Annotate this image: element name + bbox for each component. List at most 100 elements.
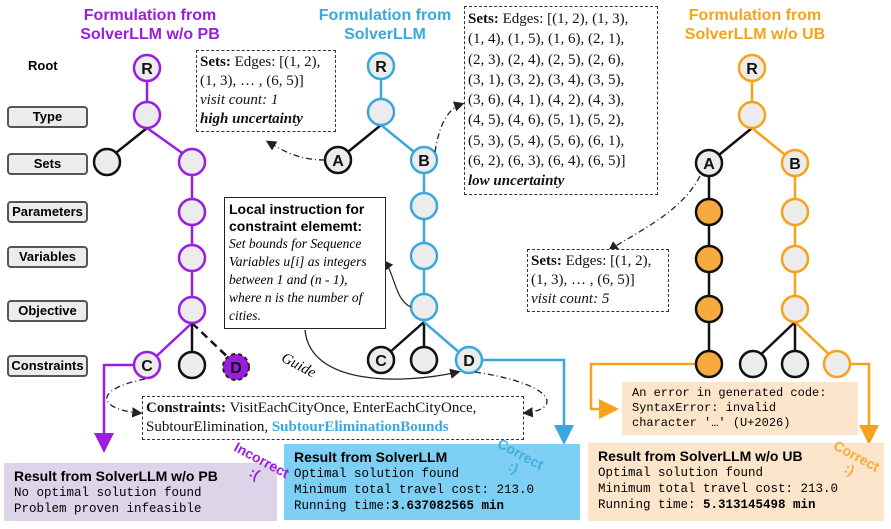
level-sets: Sets bbox=[7, 153, 88, 175]
title-main: Formulation from SolverLLM bbox=[300, 6, 470, 44]
sets-a-visit: visit count: 1 bbox=[200, 92, 279, 108]
sets-b-line: (6, 2), (6, 3), (6, 4), (6, 5)] bbox=[468, 153, 626, 170]
error-line: SyntaxError: invalid bbox=[632, 401, 777, 415]
result-main-time-value: 3.637082565 min bbox=[391, 499, 505, 513]
result-ub-title: Result from SolverLLM w/o UB bbox=[598, 448, 803, 464]
node-pb-variables bbox=[177, 243, 207, 273]
node-pb-objective bbox=[177, 295, 207, 325]
sets-b-line: (4, 5), (4, 6), (5, 1), (5, 2), bbox=[468, 112, 625, 129]
result-ub-time-label: Running time: bbox=[598, 498, 704, 512]
title-ub-line1: Formulation from bbox=[688, 7, 822, 24]
node-ub-a-variables bbox=[694, 244, 724, 274]
result-ub-line2: Minimum total travel cost: 213.0 bbox=[598, 482, 839, 496]
note-sets-a: Sets: Edges: [(1, 2), (1, 3), … , (6, 5)… bbox=[196, 50, 336, 132]
sets-ub-visit: visit count: 5 bbox=[531, 291, 610, 307]
note-constraints: Constraints: VisitEachCityOnce, EnterEac… bbox=[142, 396, 524, 440]
title-pb-line2: SolverLLM w/o PB bbox=[80, 26, 220, 43]
error-line: An error in generated code: bbox=[632, 386, 827, 400]
letter-main-root: R bbox=[375, 59, 387, 76]
level-parameters: Parameters bbox=[7, 201, 88, 223]
letter-main-b: B bbox=[418, 153, 430, 170]
letter-ub-a: A bbox=[703, 156, 715, 173]
node-pb-sets-alt bbox=[92, 147, 122, 177]
node-main-root bbox=[366, 51, 396, 81]
sets-b-line: (1, 4), (1, 5), (1, 6), (2, 1), bbox=[468, 31, 625, 48]
result-main-line1: Optimal solution found bbox=[294, 467, 460, 481]
title-ub-line2: SolverLLM w/o UB bbox=[684, 26, 826, 43]
node-main-parameters bbox=[409, 191, 439, 221]
node-ub-b-objective bbox=[780, 294, 810, 324]
instruction-heading2: constraint elememt: bbox=[229, 218, 363, 234]
instruction-body: Set bounds for Sequence Variables u[i] a… bbox=[229, 236, 367, 323]
title-main-line2: SolverLLM bbox=[344, 26, 426, 43]
node-ub-c1 bbox=[738, 349, 768, 379]
node-ub-c2 bbox=[780, 349, 810, 379]
letter-ub-b: B bbox=[789, 156, 801, 173]
sets-b-line: (5, 3), (5, 4), (5, 6), (6, 1), bbox=[468, 132, 625, 149]
level-type: Type bbox=[7, 106, 88, 128]
title-pb-line1: Formulation from bbox=[83, 7, 217, 24]
node-main-d bbox=[454, 345, 484, 375]
node-pb-c bbox=[132, 350, 162, 380]
sets-a-text2: (1, 3), … , (6, 5)] bbox=[200, 73, 304, 89]
sets-b-label: Sets: bbox=[468, 11, 499, 27]
sets-b-line: (3, 1), (3, 2), (3, 4), (3, 5), bbox=[468, 71, 625, 88]
annotation-arrows bbox=[106, 101, 701, 418]
tree-pb bbox=[94, 68, 237, 453]
result-ub: Result from SolverLLM w/o UB Optimal sol… bbox=[588, 443, 884, 521]
letter-ub-root: R bbox=[746, 61, 758, 78]
result-pb-line1: No optimal solution found bbox=[14, 486, 202, 500]
node-ub-a-parameters bbox=[694, 197, 724, 227]
sets-b-line: (3, 6), (4, 1), (4, 2), (4, 3), bbox=[468, 92, 625, 109]
node-ub-a-constraints bbox=[694, 349, 724, 379]
level-constraints: Constraints bbox=[7, 355, 88, 377]
constraints-label: Constraints: bbox=[146, 400, 227, 416]
error-line: character '…' (U+2026) bbox=[632, 416, 791, 430]
error-box: An error in generated code:SyntaxError: … bbox=[622, 382, 858, 435]
sets-a-text1: Edges: [(1, 2), bbox=[230, 54, 321, 70]
result-main-line2: Minimum total travel cost: 213.0 bbox=[294, 483, 535, 497]
node-main-c bbox=[366, 345, 396, 375]
sets-b-line: Edges: [(1, 2), (1, 3), bbox=[498, 11, 629, 27]
note-sets-b: Sets: Edges: [(1, 2), (1, 3), (1, 4), (1… bbox=[464, 6, 658, 195]
instruction-box: Local instruction for constraint elememt… bbox=[224, 197, 386, 329]
node-ub-b-parameters bbox=[780, 197, 810, 227]
node-pb-sets bbox=[177, 147, 207, 177]
title-ub: Formulation from SolverLLM w/o UB bbox=[665, 6, 845, 44]
sets-ub-text1: Edges: [(1, 2), bbox=[561, 253, 652, 269]
sets-b-line: (2, 3), (2, 4), (2, 5), (2, 6), bbox=[468, 51, 625, 68]
letter-pb-root: R bbox=[141, 61, 153, 78]
level-root: Root bbox=[28, 58, 58, 73]
sets-a-label: Sets: bbox=[200, 54, 231, 70]
instruction-heading1: Local instruction for bbox=[229, 201, 365, 217]
note-sets-ub: Sets: Edges: [(1, 2), (1, 3), … , (6, 5)… bbox=[527, 249, 669, 312]
node-pb-d bbox=[222, 353, 250, 381]
result-main: Result from SolverLLM Optimal solution f… bbox=[284, 444, 580, 520]
letter-main-c: C bbox=[375, 353, 387, 370]
node-main-objective bbox=[409, 292, 439, 322]
sets-b-uncertainty: low uncertainty bbox=[468, 173, 565, 190]
title-main-line1: Formulation from bbox=[318, 7, 452, 24]
letter-pb-d: D bbox=[230, 360, 242, 377]
node-main-type bbox=[366, 97, 396, 127]
node-main-variables bbox=[409, 241, 439, 271]
sets-ub-text2: (1, 3), … , (6, 5)] bbox=[531, 272, 635, 288]
node-pb-root bbox=[132, 53, 162, 83]
sets-ub-label: Sets: bbox=[531, 253, 562, 269]
constraints-highlight: SubtourEliminationBounds bbox=[271, 419, 449, 435]
node-ub-root bbox=[737, 53, 767, 83]
node-pb-mid bbox=[177, 350, 207, 380]
letter-main-a: A bbox=[332, 153, 344, 170]
node-main-mid bbox=[409, 345, 439, 375]
level-variables: Variables bbox=[7, 246, 88, 268]
result-pb-line2: Problem proven infeasible bbox=[14, 502, 202, 516]
node-ub-b bbox=[780, 148, 810, 178]
instruction-arrow bbox=[383, 260, 412, 308]
node-ub-type bbox=[737, 100, 767, 130]
node-pb-parameters bbox=[177, 197, 207, 227]
result-main-time-label: Running time: bbox=[294, 499, 392, 513]
sets-a-uncertainty: high uncertainty bbox=[200, 111, 303, 127]
constraints-text: VisitEachCityOnce, EnterEachCityOnce, bbox=[226, 400, 477, 416]
node-ub-c3 bbox=[822, 349, 852, 379]
